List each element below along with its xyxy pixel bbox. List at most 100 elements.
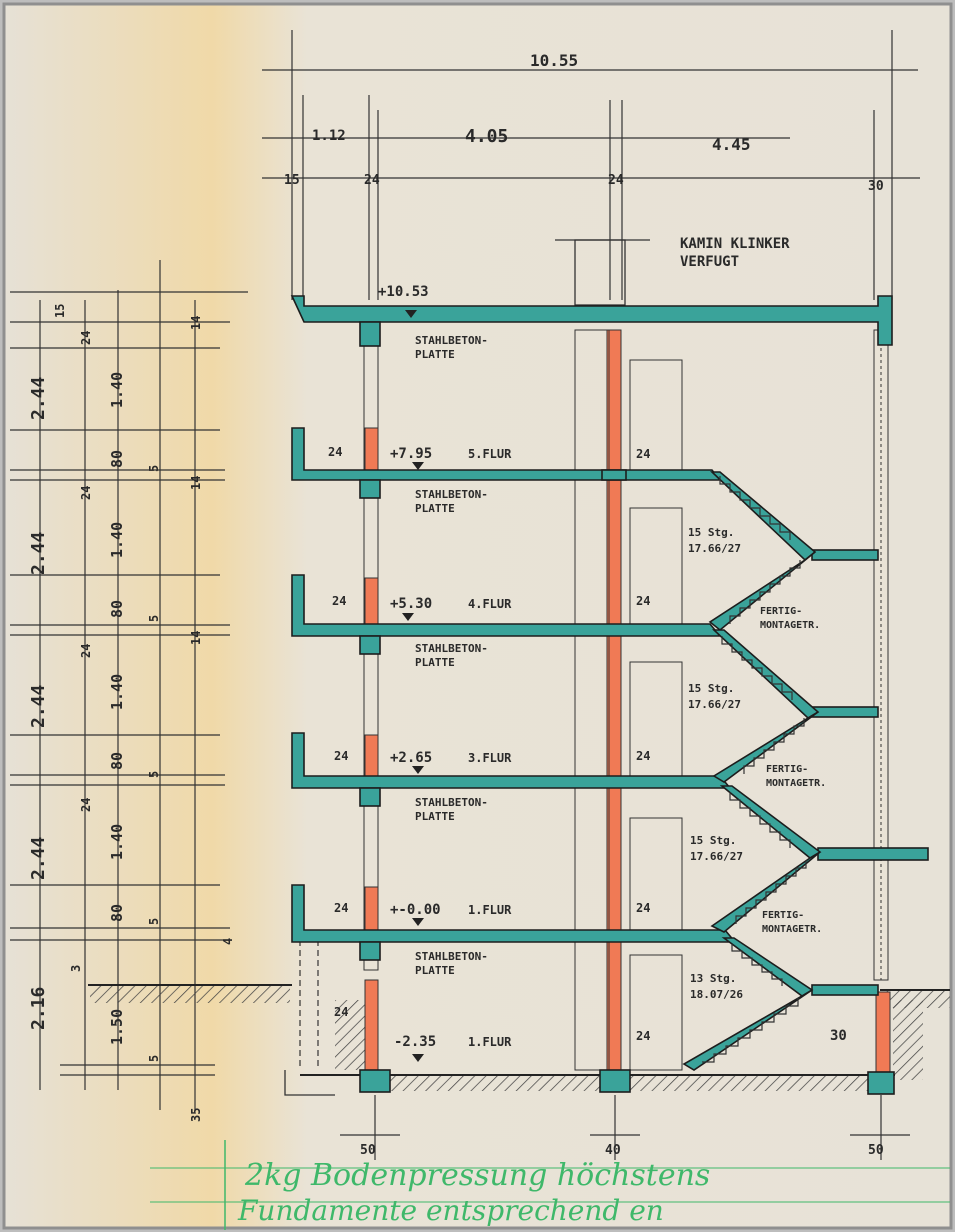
handwritten-note: 2kg Bodenpressung höchstens Fundamente e…	[150, 1140, 950, 1230]
floor-5: 5.FLUR	[468, 447, 512, 461]
small-dim-8: 24	[79, 644, 93, 658]
small-dim-14: 3	[69, 965, 83, 972]
part-dim-3: 1.40	[108, 522, 126, 558]
dim-bay-left: 1.12	[312, 128, 346, 144]
basement-wall-label: 30	[830, 1028, 847, 1044]
stair-label-4b: 18.07/26	[690, 988, 743, 1001]
stair-label-3a: 15 Stg.	[690, 834, 736, 847]
part-dim-6: 80	[108, 752, 126, 770]
roof-note-line1: KAMIN KLINKER	[680, 236, 790, 252]
slab-labels: STAHLBETON- PLATTE STAHLBETON- PLATTE ST…	[415, 334, 488, 977]
stair-label-3b: 17.66/27	[690, 850, 743, 863]
stair-label-1b: 17.66/27	[688, 542, 741, 555]
dim-wall-24b: 24	[608, 173, 624, 188]
svg-text:24: 24	[636, 447, 650, 461]
wall-label-basement: 24	[334, 1005, 348, 1019]
chimney: KAMIN KLINKER VERFUGT	[555, 236, 790, 306]
slab-label-2b: PLATTE	[415, 502, 455, 515]
precast-label-1b: MONTAGETR.	[760, 620, 820, 631]
stair-labels: 15 Stg. 17.66/27 15 Stg. 17.66/27 15 Stg…	[688, 526, 826, 1001]
small-dim-13: 4	[221, 938, 235, 945]
slab-label-1b: PLATTE	[415, 348, 455, 361]
small-dim-15: 5	[147, 1055, 161, 1062]
dim-bay-right: 4.45	[712, 135, 751, 154]
small-dim-12: 5	[147, 918, 161, 925]
dim-wall-24a: 24	[364, 173, 380, 188]
small-dim-5: 24	[79, 486, 93, 500]
roof-slab	[290, 295, 893, 346]
wall-label-1: 24	[334, 901, 348, 915]
roof-note-line2: VERFUGT	[680, 254, 739, 270]
slabs	[290, 295, 929, 1095]
small-dim-1: 15	[53, 304, 67, 318]
ground	[88, 940, 950, 1096]
storey-dim-1: 2.44	[28, 376, 49, 420]
svg-text:24: 24	[636, 901, 650, 915]
wall-label-3: 24	[334, 749, 348, 763]
storey-dim-3: 2.44	[28, 684, 49, 728]
floor-basement: 1.FLUR	[468, 1035, 512, 1049]
small-dim-16: 35	[189, 1108, 203, 1122]
stair-label-2b: 17.66/27	[688, 698, 741, 711]
part-dim-9: 1.50	[108, 1009, 126, 1045]
small-dim-3: 5	[147, 465, 161, 472]
small-dim-9: 5	[147, 771, 161, 778]
slab-label-4b: PLATTE	[415, 810, 455, 823]
svg-text:24: 24	[636, 594, 650, 608]
dim-wall-30: 30	[868, 179, 884, 194]
top-dimensions: 10.55 1.12 4.05 4.45 15 24 24 30	[262, 30, 920, 300]
note-line-1: 2kg Bodenpressung höchstens	[244, 1158, 710, 1193]
part-dim-5: 1.40	[108, 674, 126, 710]
foundation-2: 40	[605, 1143, 621, 1158]
small-dim-7: 14	[189, 476, 203, 490]
part-dim-8: 80	[108, 904, 126, 922]
elev-3: +2.65	[390, 750, 432, 766]
slab-5	[291, 427, 722, 481]
wall-label-5: 24	[328, 445, 342, 459]
stairs	[682, 471, 822, 1071]
small-dim-2: 24	[79, 331, 93, 345]
stair-label-2a: 15 Stg.	[688, 682, 734, 695]
floor-4: 4.FLUR	[468, 597, 512, 611]
dim-total-width: 10.55	[530, 51, 578, 70]
small-dim-10: 14	[189, 631, 203, 645]
slab-label-2a: STAHLBETON-	[415, 488, 488, 501]
precast-label-3b: MONTAGETR.	[762, 924, 822, 935]
inner-wall-labels: 24 24 24 24 24	[636, 447, 650, 1043]
slab-label-3a: STAHLBETON-	[415, 642, 488, 655]
svg-text:24: 24	[636, 749, 650, 763]
slab-4	[291, 574, 722, 637]
elev-roof: +10.53	[378, 284, 429, 300]
level-labels: +10.53 24 +7.95 5.FLUR 24 +5.30 4.FLUR 2…	[328, 284, 512, 1062]
elev-4: +5.30	[390, 596, 432, 612]
elev-5: +7.95	[390, 446, 432, 462]
svg-text:24: 24	[636, 1029, 650, 1043]
basement-wall	[875, 991, 891, 1075]
storey-dim-2: 2.44	[28, 531, 49, 575]
stair-label-1a: 15 Stg.	[688, 526, 734, 539]
slab-label-1a: STAHLBETON-	[415, 334, 488, 347]
part-dim-7: 1.40	[108, 824, 126, 860]
precast-label-2a: FERTIG-	[766, 764, 808, 775]
slab-label-3b: PLATTE	[415, 656, 455, 669]
part-dim-1: 1.40	[108, 372, 126, 408]
slab-label-5b: PLATTE	[415, 964, 455, 977]
stair-label-4a: 13 Stg.	[690, 972, 736, 985]
part-dim-4: 80	[108, 600, 126, 618]
floor-3: 3.FLUR	[468, 751, 512, 765]
part-dim-2: 80	[108, 450, 126, 468]
stair-flight-4	[712, 711, 819, 783]
precast-label-3a: FERTIG-	[762, 910, 804, 921]
stair-flight-8	[682, 989, 813, 1071]
foundation-dims: 30 50 40 50	[340, 1028, 910, 1160]
floor-1: 1.FLUR	[468, 903, 512, 917]
dim-bay-mid: 4.05	[465, 126, 508, 147]
storey-dim-4: 2.44	[28, 836, 49, 880]
slab-label-5a: STAHLBETON-	[415, 950, 488, 963]
small-dim-4: 14	[189, 316, 203, 330]
slab-label-4a: STAHLBETON-	[415, 796, 488, 809]
left-dimensions: 2.44 2.44 2.44 2.44 2.16 1.40 80 1.40 80…	[10, 260, 248, 1122]
walls	[363, 329, 891, 1076]
